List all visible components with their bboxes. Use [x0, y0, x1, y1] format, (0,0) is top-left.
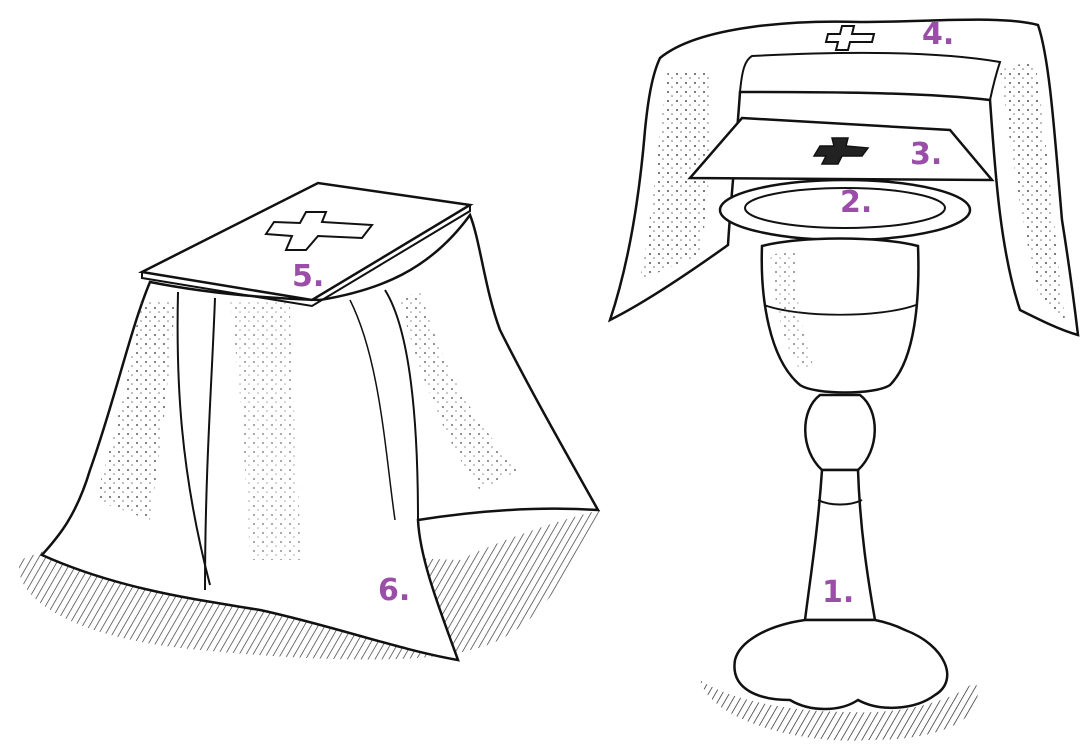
label-purificator-veil: 4. [922, 20, 954, 50]
veiled-chalice-group [19, 183, 600, 660]
chalice-set-group [610, 20, 1078, 741]
label-chalice-veil: 6. [378, 576, 410, 606]
chalice-knop [805, 395, 875, 470]
label-burse: 5. [292, 262, 324, 292]
label-pall: 3. [910, 140, 942, 170]
label-paten: 2. [840, 188, 872, 218]
label-chalice: 1. [822, 578, 854, 608]
chalice-foot [734, 620, 947, 709]
